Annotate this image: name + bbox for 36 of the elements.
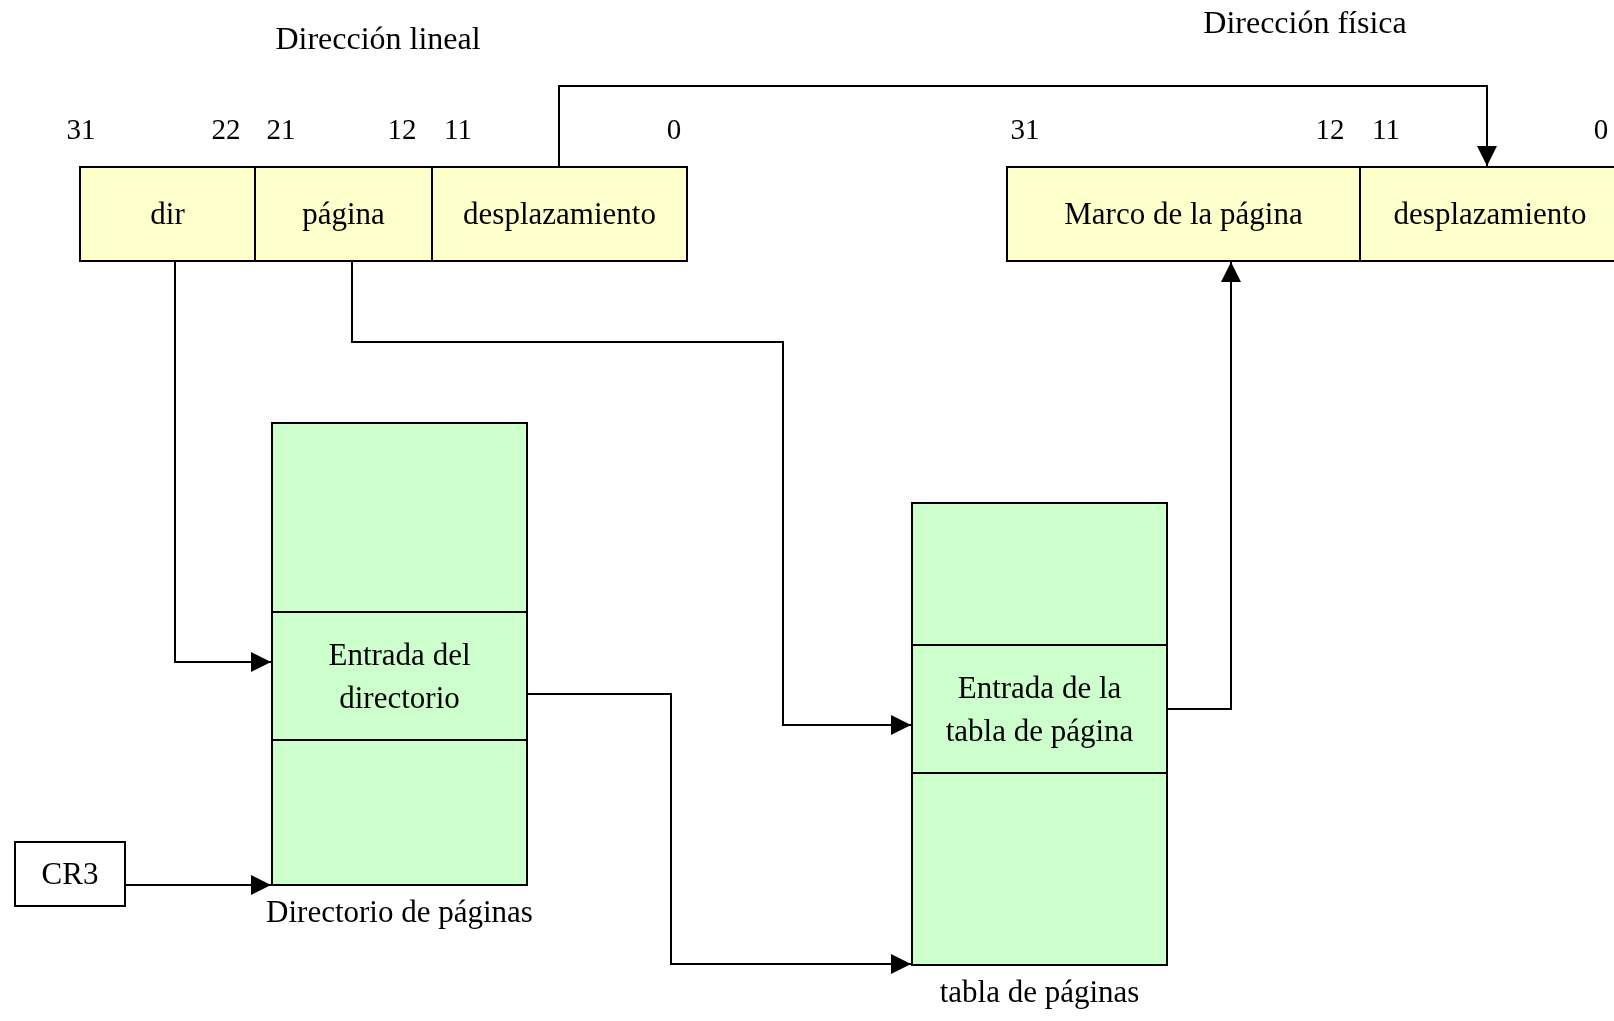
- bit-number: 0: [1593, 113, 1609, 146]
- entry-label: Entrada de la tabla de página: [944, 668, 1135, 750]
- bit-number: 11: [444, 113, 472, 146]
- table-title: Directorio de páginas: [265, 894, 534, 930]
- field-label: desplazamiento: [463, 195, 656, 234]
- bit-number: 31: [1010, 113, 1040, 146]
- register-box: [14, 841, 126, 907]
- address-field: [79, 166, 256, 262]
- address-field: [1359, 166, 1614, 262]
- field-label: página: [302, 195, 385, 234]
- field-label: desplazamiento: [1393, 195, 1587, 234]
- address-heading: Dirección lineal: [275, 20, 481, 57]
- arrow: [174, 261, 272, 672]
- bit-number: 11: [1372, 113, 1400, 146]
- bit-number: 12: [1315, 113, 1345, 146]
- arrow: [125, 875, 272, 895]
- arrow: [1167, 261, 1241, 710]
- entry-label: Entrada del directorio: [327, 635, 472, 717]
- table-entry: [271, 611, 528, 741]
- bit-number: 22: [211, 113, 241, 146]
- bit-number: 0: [666, 113, 682, 146]
- address-field: [431, 166, 688, 262]
- bit-number: 21: [266, 113, 296, 146]
- address-field: [254, 166, 433, 262]
- address-heading: Dirección física: [1203, 4, 1407, 41]
- field-label: dir: [150, 195, 185, 234]
- table-title: tabla de páginas: [938, 974, 1141, 1010]
- arrow: [527, 693, 912, 974]
- register-label: CR3: [40, 855, 100, 894]
- table-entry: [911, 644, 1168, 774]
- arrow: [558, 85, 1497, 167]
- bit-number: 12: [387, 113, 417, 146]
- field-label: Marco de la página: [1064, 195, 1303, 234]
- bit-number: 31: [66, 113, 96, 146]
- address-field: [1006, 166, 1361, 262]
- arrow: [351, 261, 912, 735]
